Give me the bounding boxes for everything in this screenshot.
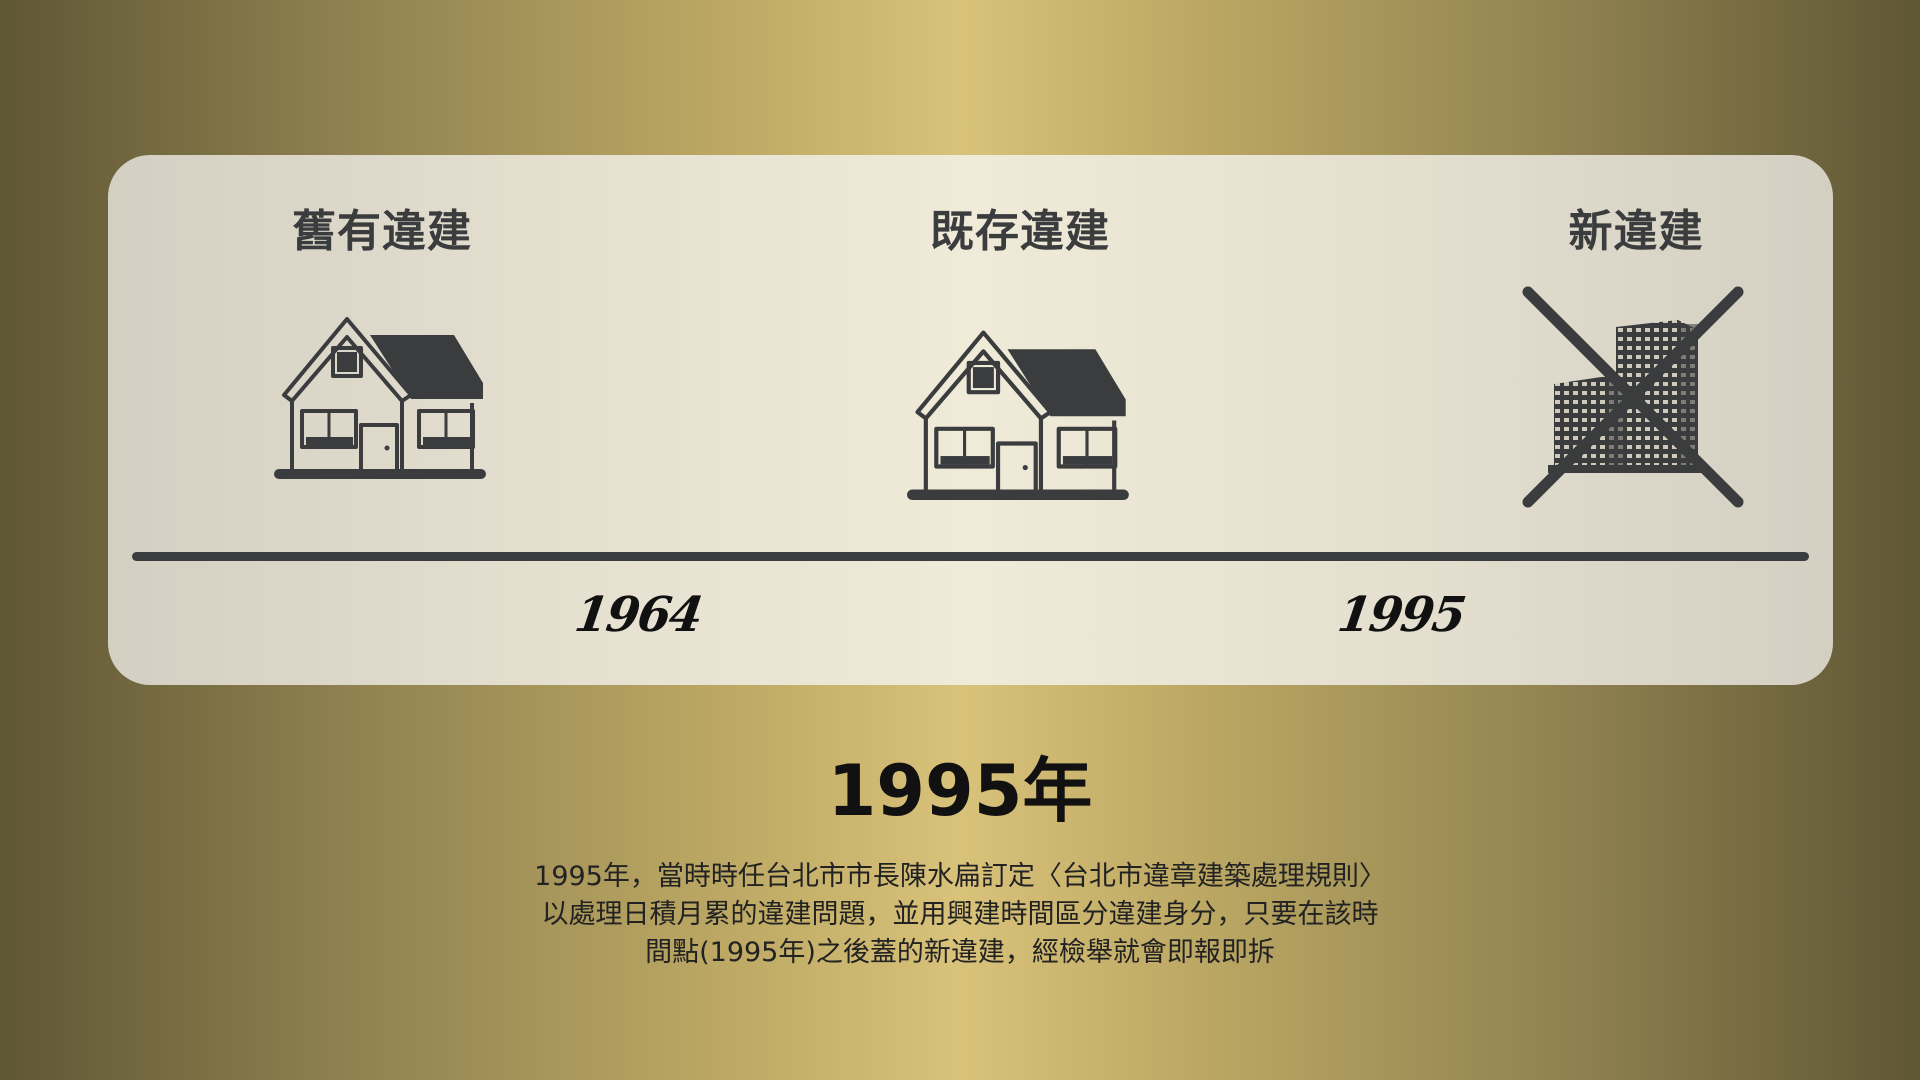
section-heading: 1995年 (827, 750, 1093, 832)
year-label-1964: 1964 (571, 587, 705, 643)
era-label-existing: 既存違建 (930, 206, 1110, 257)
description-line: 1995年，當時時任台北市市長陳水扁訂定〈台北市違章建築處理規則〉 (534, 861, 1386, 892)
description-text: 1995年，當時時任台北市市長陳水扁訂定〈台北市違章建築處理規則〉 以處理日積月… (460, 858, 1460, 972)
house-icon (907, 330, 1129, 500)
timeline-panel: 舊有違建 既存違建 新違建 (108, 155, 1833, 685)
era-label-new: 新違建 (1568, 206, 1704, 257)
timeline-line (132, 552, 1809, 561)
description-line: 以處理日積月累的違建問題，並用興建時間區分違建身分，只要在該時 (541, 899, 1379, 930)
description-line: 間點(1995年)之後蓋的新違建，經檢舉就會即報即拆 (645, 937, 1275, 968)
year-label-1995: 1995 (1334, 587, 1468, 643)
crossed-out-buildings-icon (1522, 286, 1744, 508)
era-label-old: 舊有違建 (292, 206, 472, 257)
house-icon (274, 317, 486, 479)
